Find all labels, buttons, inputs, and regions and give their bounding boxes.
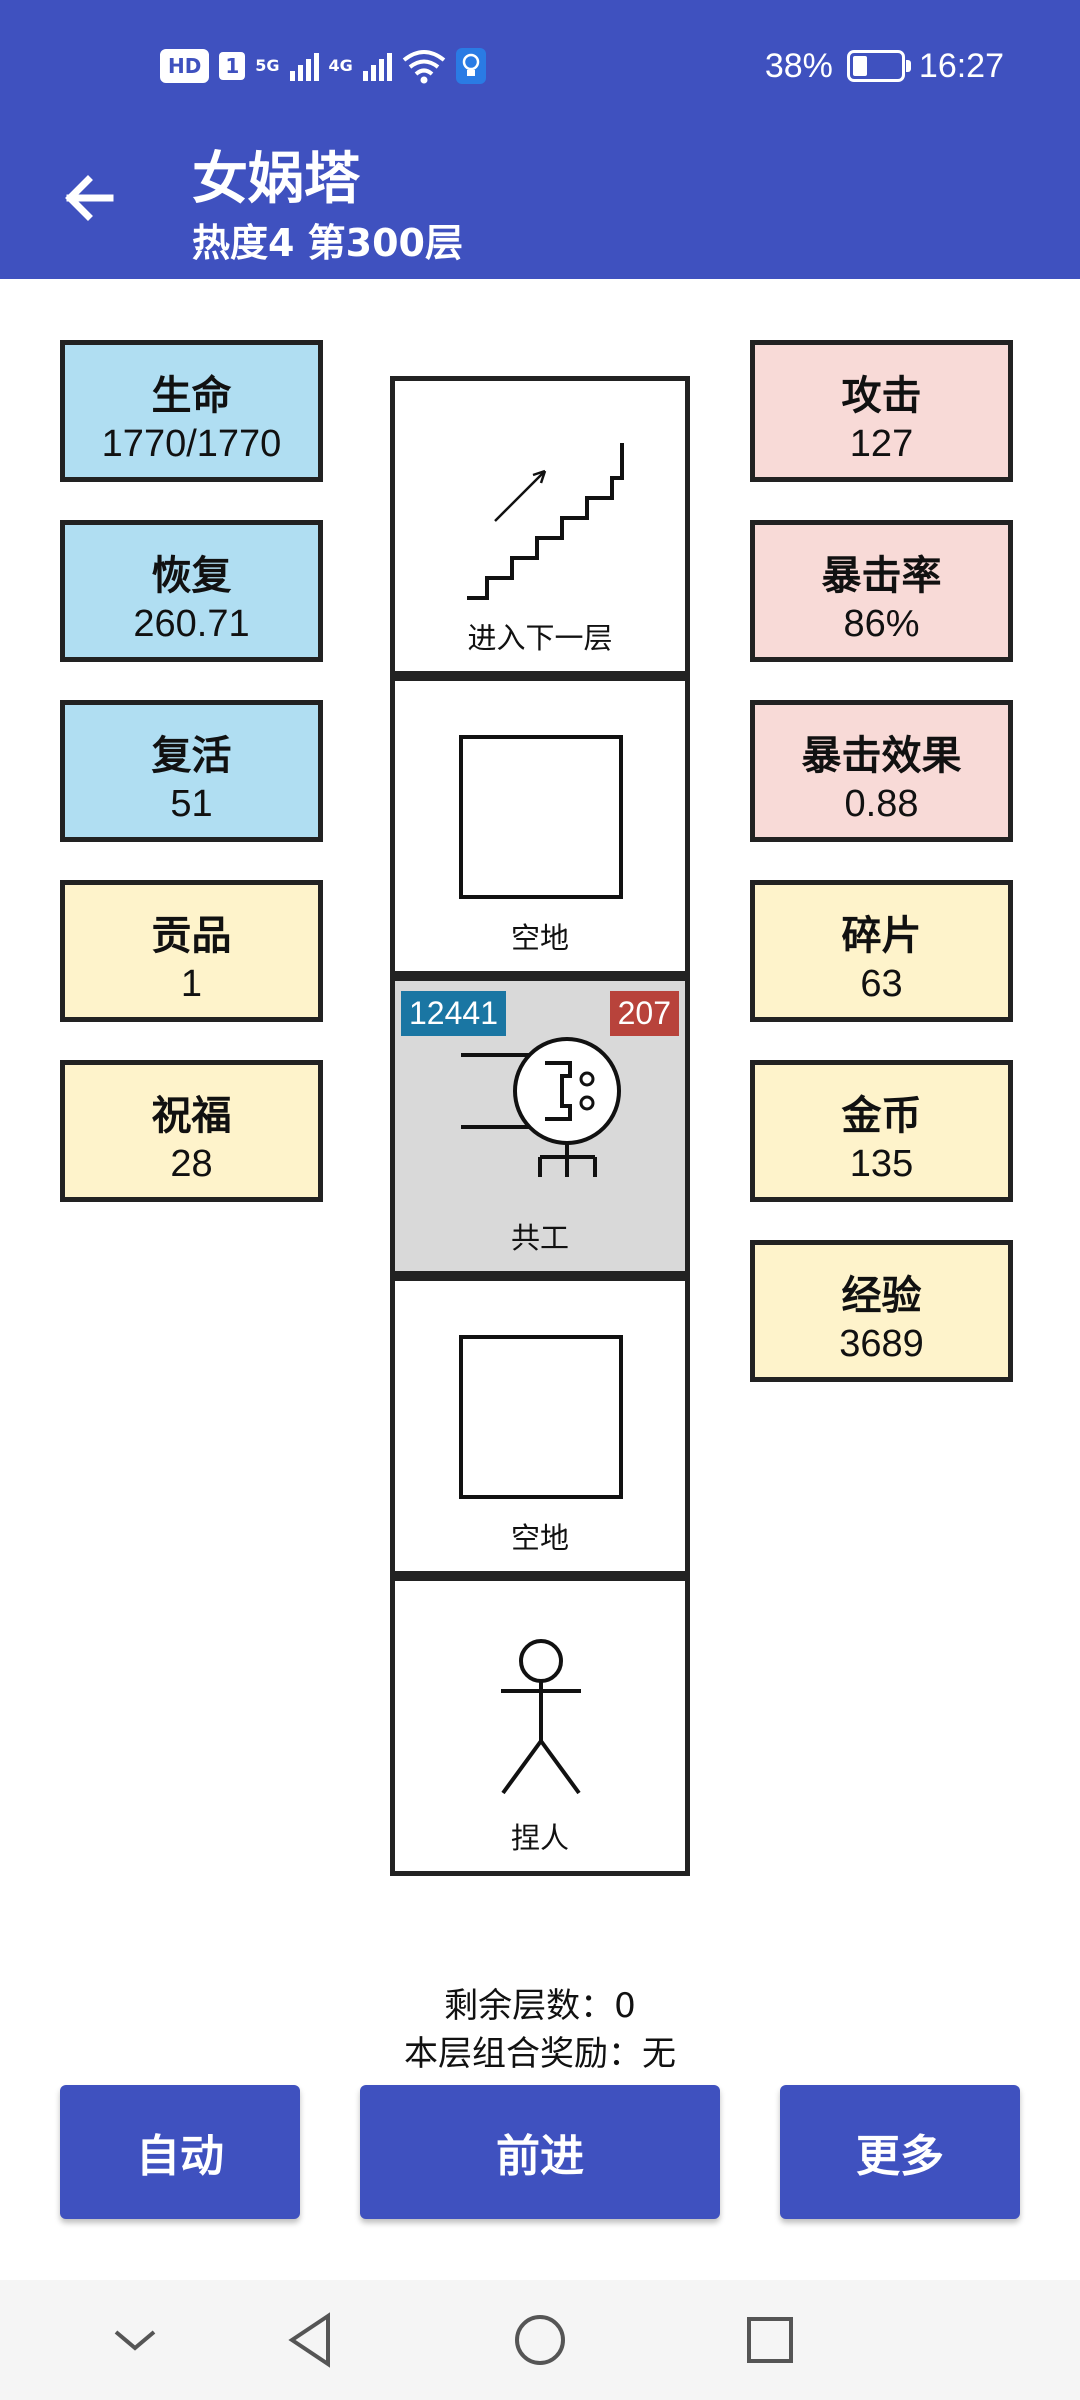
auto-button[interactable]: 自动: [60, 2085, 300, 2219]
wifi-icon: [402, 50, 446, 84]
stat-revive: 复活 51: [60, 700, 323, 842]
bulb-icon: [455, 48, 486, 84]
system-nav-bar: [0, 2280, 1080, 2400]
stat-value: 127: [849, 423, 914, 465]
cell-caption: 共工: [510, 1221, 569, 1255]
sim-badge: 1: [219, 52, 246, 80]
status-bar: HD 1 5G 4G 38% 16:27: [0, 0, 1080, 136]
cell-caption: 空地: [510, 1521, 569, 1555]
floor-bonus-text: 本层组合奖励：无: [404, 2034, 676, 2074]
empty-square-icon: [459, 735, 623, 899]
stat-value: 0.88: [844, 783, 919, 825]
clock: 16:27: [918, 46, 1004, 85]
stat-value: 86%: [843, 603, 920, 645]
tower-column: 进入下一层 空地 12441 207 共工 空地 捏人: [390, 376, 690, 1876]
stat-label: 暴击效果: [801, 733, 962, 779]
stat-hp: 生命 1770/1770: [60, 340, 323, 482]
network-5g-label: 5G: [255, 56, 280, 75]
signal-icon: [289, 51, 319, 81]
stat-fragments: 碎片 63: [750, 880, 1013, 1022]
stat-value: 1770/1770: [101, 423, 282, 465]
stairs-icon: [467, 443, 624, 600]
cell-caption: 空地: [510, 921, 569, 955]
stat-tribute: 贡品 1: [60, 880, 323, 1022]
cell-caption: 进入下一层: [467, 621, 613, 655]
stat-label: 经验: [841, 1273, 922, 1319]
monster-icon: [461, 1037, 621, 1177]
cell-caption: 捏人: [510, 1821, 569, 1855]
stat-value: 3689: [839, 1323, 924, 1365]
remaining-floors-text: 剩余层数：0: [444, 1986, 636, 2026]
stat-crit-effect: 暴击效果 0.88: [750, 700, 1013, 842]
status-right: 38% 16:27: [765, 44, 1004, 88]
tower-cell-empty[interactable]: 空地: [390, 1276, 690, 1576]
stat-value: 28: [170, 1143, 213, 1185]
stat-blessing: 祝福 28: [60, 1060, 323, 1202]
empty-square-icon: [459, 1335, 623, 1499]
stat-label: 生命: [151, 373, 232, 419]
hd-badge: HD: [160, 49, 210, 83]
stat-value: 63: [860, 963, 903, 1005]
stat-gold: 金币 135: [750, 1060, 1013, 1202]
stat-label: 恢复: [151, 553, 232, 599]
nav-home-icon[interactable]: [510, 2310, 570, 2370]
tower-cell-character[interactable]: 捏人: [390, 1576, 690, 1876]
stat-label: 复活: [151, 733, 232, 779]
tower-cell-stairs[interactable]: 进入下一层: [390, 376, 690, 676]
stat-label: 金币: [841, 1093, 922, 1139]
page-title: 女娲塔: [192, 147, 360, 212]
battery-percent: 38%: [764, 46, 833, 85]
stat-recovery: 恢复 260.71: [60, 520, 323, 662]
page-subtitle: 热度4 第300层: [192, 221, 463, 265]
chevron-down-icon[interactable]: [110, 2310, 160, 2370]
monster-hp-badge: 12441: [401, 991, 506, 1036]
forward-button[interactable]: 前进: [360, 2085, 720, 2219]
stat-crit-rate: 暴击率 86%: [750, 520, 1013, 662]
battery-icon: [846, 50, 911, 82]
back-arrow-icon[interactable]: [58, 166, 122, 230]
stat-value: 260.71: [133, 603, 250, 645]
more-button[interactable]: 更多: [780, 2085, 1020, 2219]
nav-back-icon[interactable]: [280, 2310, 340, 2370]
stat-label: 碎片: [841, 913, 922, 959]
stat-label: 贡品: [151, 913, 232, 959]
monster-attack-badge: 207: [609, 991, 679, 1036]
stick-figure-icon: [501, 1639, 581, 1795]
stat-label: 祝福: [151, 1093, 232, 1139]
stat-value: 1: [180, 963, 203, 1005]
stat-experience: 经验 3689: [750, 1240, 1013, 1382]
stat-attack: 攻击 127: [750, 340, 1013, 482]
tower-cell-empty[interactable]: 空地: [390, 676, 690, 976]
status-left: HD 1 5G 4G: [160, 44, 486, 88]
app-bar: HD 1 5G 4G 38% 16:27 女娲塔 热度4 第300层: [0, 0, 1080, 279]
network-4g-label: 4G: [328, 56, 353, 75]
signal-icon: [362, 51, 392, 81]
stat-label: 暴击率: [821, 553, 942, 599]
tower-cell-monster[interactable]: 12441 207 共工: [390, 976, 690, 1276]
stat-value: 51: [170, 783, 213, 825]
stat-label: 攻击: [841, 373, 922, 419]
nav-recents-icon[interactable]: [740, 2310, 800, 2370]
stat-value: 135: [849, 1143, 914, 1185]
